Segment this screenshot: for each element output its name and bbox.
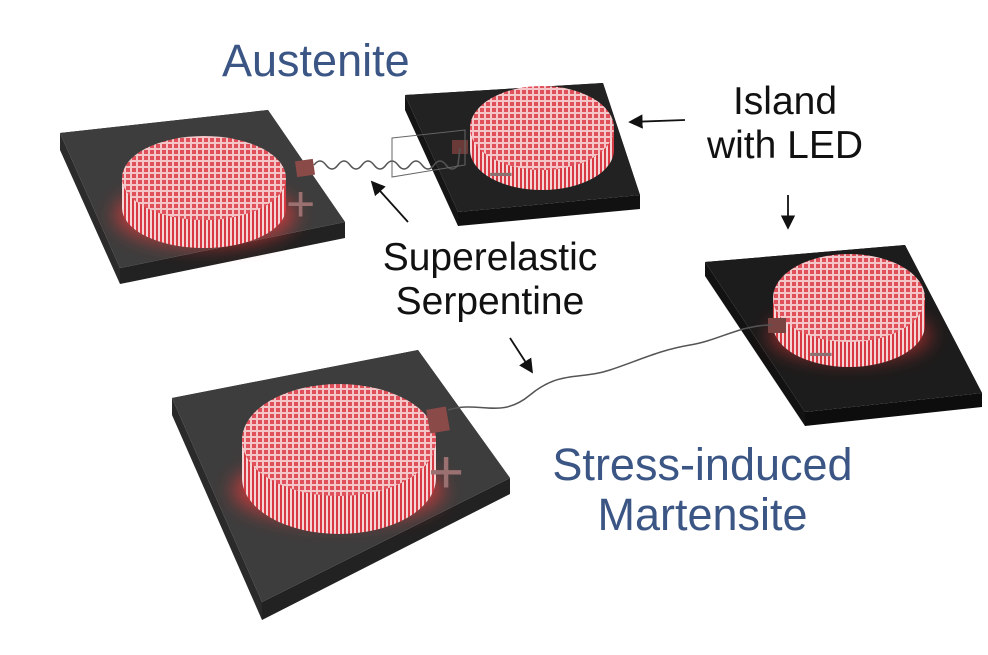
led-island-left [60,110,345,284]
led-island-top [405,83,640,226]
led-island-bottom [172,350,510,620]
arrow-serpentine-top [370,180,409,223]
serpentine-austenite [313,147,461,170]
serpentine-label-line2: Serpentine [395,279,585,323]
serpentine-martensite [447,324,773,411]
led-island-right [705,245,982,426]
minus-sign-top: − [488,150,514,199]
arrow-island-top [628,114,686,129]
martensite-label: Stress-induced Martensite [520,439,885,541]
serpentine-label-line1: Superelastic [382,236,598,279]
superelastic-serpentine-label: Superelastic Serpentine [355,236,625,323]
austenite-label: Austenite [222,35,410,86]
stretch-outline [391,129,466,178]
island-label-line1: Island [732,80,838,123]
martensite-label-line2: Martensite [597,489,808,541]
plus-sign-bottom: + [428,438,465,507]
plus-sign-left: + [286,176,316,232]
island-with-led-label: Island with LED [700,80,870,167]
arrow-serpentine-bottom [509,337,533,374]
minus-sign-right: − [808,330,834,379]
martensite-label-line1: Stress-induced [552,439,853,490]
island-label-line2: with LED [706,123,864,167]
